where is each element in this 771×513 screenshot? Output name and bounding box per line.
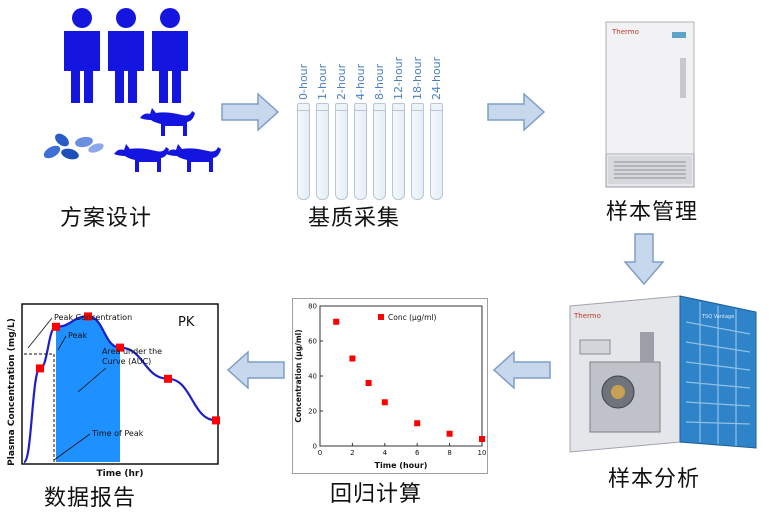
data-point — [164, 374, 172, 383]
x-tick-label: 0 — [318, 449, 322, 457]
pill-icon — [43, 133, 104, 160]
freezer-brand: Thermo — [611, 28, 639, 36]
tube-label: 0-hour — [297, 63, 310, 100]
annotation-peak-concentration: Peak Concentration — [54, 313, 132, 322]
ms-model: TSQ Vantage — [701, 314, 734, 320]
ms-brand: Thermo — [573, 312, 601, 320]
y-tick-label: 40 — [308, 373, 317, 381]
sample-tube — [316, 103, 329, 200]
data-point — [36, 364, 44, 373]
step-report-label: 数据报告 — [44, 486, 137, 511]
freezer-image: Thermo — [605, 21, 695, 188]
sample-tube — [411, 103, 424, 200]
pk-title: PK — [178, 315, 195, 330]
regression-chart: 0 2 4 6 8 10 0 20 40 60 80 Conc (µg/ml) Time (hour… — [292, 298, 488, 474]
design-illustration — [43, 8, 221, 172]
pk-chart: PK Peak Concentration Peak Area under th… — [2, 296, 224, 482]
sample-tube — [430, 103, 443, 200]
data-point — [479, 436, 485, 442]
dog-icon — [140, 108, 195, 136]
step-management-label: 样本管理 — [606, 200, 699, 225]
human-icon — [64, 8, 100, 103]
tube-label: 8-hour — [373, 63, 386, 100]
left-arrow-icon — [492, 350, 551, 390]
data-point — [84, 312, 92, 321]
step-collection-label: 基质采集 — [308, 206, 401, 231]
right-arrow-icon — [487, 92, 546, 132]
y-axis-label: Plasma Concentration (mg/L) — [7, 318, 17, 466]
sample-tube — [373, 103, 386, 200]
data-point — [349, 355, 356, 362]
human-icon — [152, 8, 188, 103]
y-tick-label: 60 — [308, 338, 317, 346]
data-point — [52, 322, 60, 331]
x-tick-label: 8 — [447, 449, 451, 457]
tube-label: 12-hour — [392, 56, 405, 100]
step-regression-label: 回归计算 — [330, 482, 423, 507]
data-point — [212, 416, 220, 425]
data-point — [333, 318, 340, 325]
right-arrow-icon — [221, 92, 280, 132]
dog-icon — [114, 144, 169, 172]
dog-icon — [166, 144, 221, 172]
annotation-auc-line1: Area under the — [102, 347, 162, 356]
sample-tube — [297, 103, 310, 200]
x-axis-label: Time (hr) — [97, 469, 144, 479]
down-arrow-icon — [623, 233, 665, 286]
annotation-auc-line2: Curve (AUC) — [102, 357, 151, 366]
tube-label: 4-hour — [354, 63, 367, 100]
sample-tube — [335, 103, 348, 200]
annotation-peak: Peak — [68, 331, 87, 340]
left-arrow-icon — [226, 350, 285, 390]
y-axis-label: Concentration (µg/ml) — [294, 329, 303, 422]
tube-label: 1-hour — [316, 63, 329, 100]
mass-spectrometer-image: Thermo TSQ Vantage — [569, 295, 757, 453]
tube-label: 18-hour — [411, 56, 424, 100]
human-icon — [108, 8, 144, 103]
step-analysis-label: 样本分析 — [608, 467, 701, 492]
data-point — [414, 420, 421, 427]
x-tick-label: 2 — [350, 449, 354, 457]
annotation-time-of-peak: Time of Peak — [91, 429, 144, 438]
y-tick-label: 0 — [313, 443, 317, 451]
legend-marker — [378, 314, 384, 320]
x-axis-label: Time (hour) — [375, 461, 428, 470]
tube-label: 24-hour — [430, 56, 443, 100]
auc-area — [56, 316, 120, 462]
sample-tube — [392, 103, 405, 200]
x-tick-label: 6 — [415, 449, 420, 457]
x-tick-label: 4 — [383, 449, 388, 457]
sample-tube — [354, 103, 367, 200]
data-point — [365, 380, 372, 386]
data-point — [381, 399, 388, 406]
step-design-label: 方案设计 — [60, 206, 153, 231]
sample-tubes: 0-hour 1-hour 2-hour 4-hour 8-hour 12-hour 18-… — [290, 30, 460, 200]
tube-label: 2-hour — [335, 63, 348, 100]
x-tick-label: 10 — [478, 449, 487, 457]
y-tick-label: 80 — [308, 303, 317, 311]
data-point — [116, 343, 124, 352]
legend-label: Conc (µg/ml) — [388, 313, 436, 322]
data-point — [446, 430, 453, 437]
y-tick-label: 20 — [308, 408, 317, 416]
